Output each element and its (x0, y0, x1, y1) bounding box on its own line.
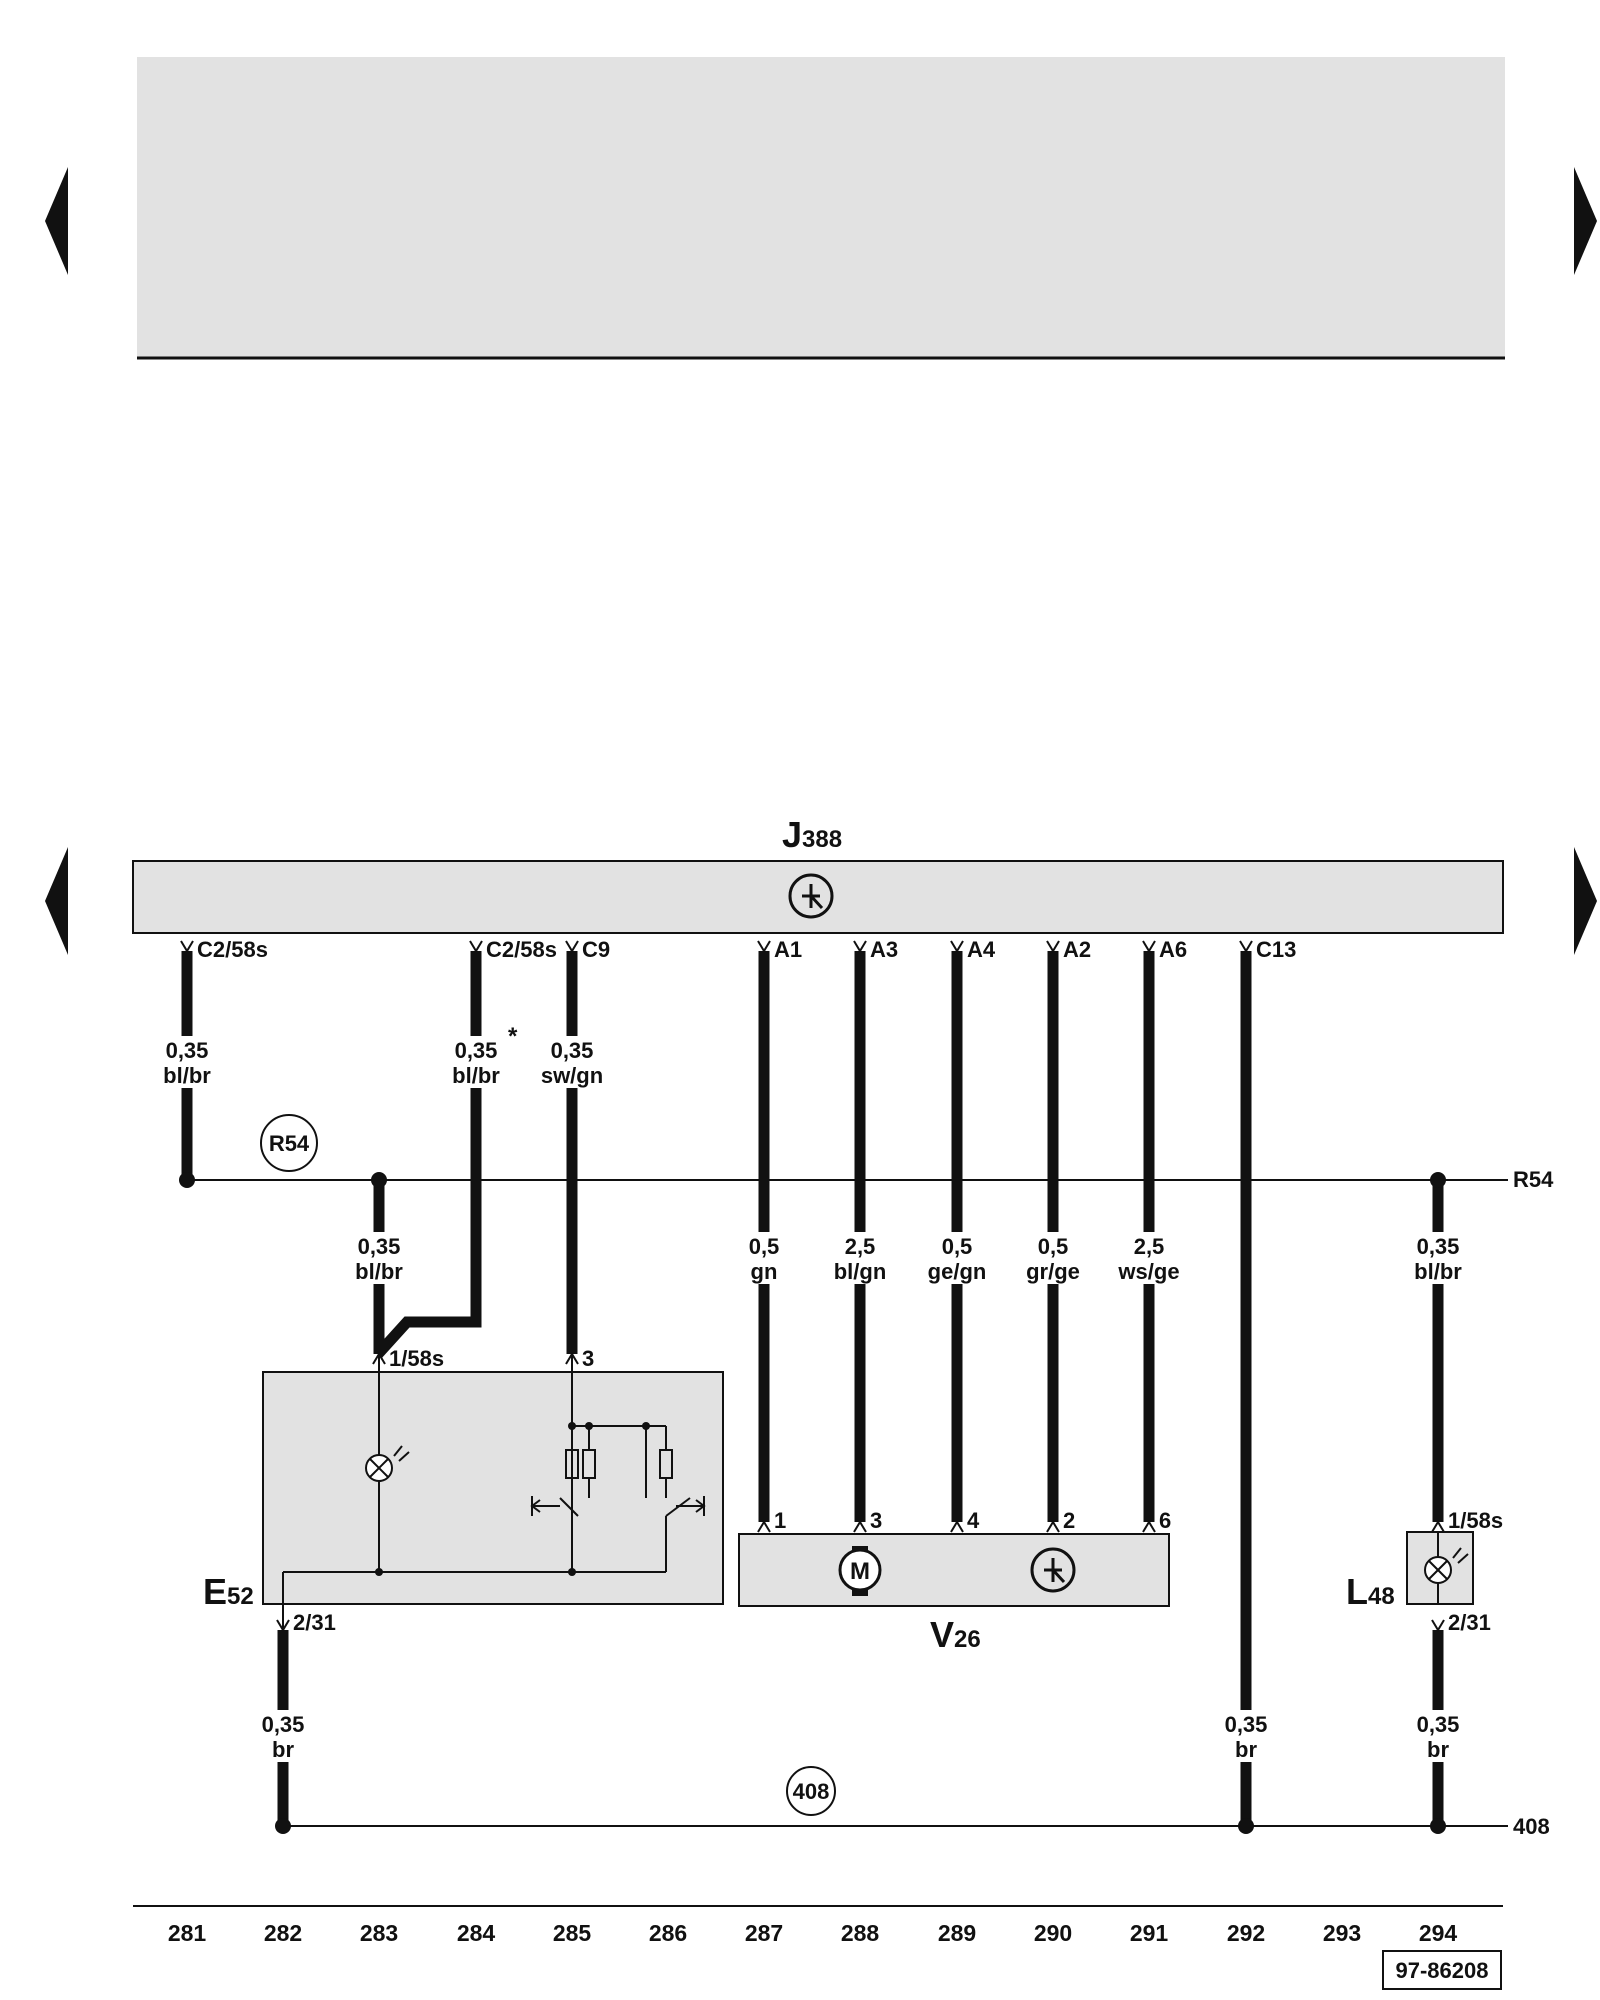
prev-section-arrow-icon[interactable] (45, 847, 68, 955)
e52-junction-dots (375, 1422, 650, 1576)
pin-e52-3: 3 (582, 1346, 594, 1371)
wire-290-color: gr/ge (1026, 1259, 1080, 1284)
v26-motor-icon (838, 1546, 882, 1596)
wire-281-color: bl/br (163, 1063, 211, 1088)
pin-j388-c9: C9 (582, 937, 610, 962)
wire-291-size: 2,5 (1134, 1234, 1165, 1259)
wire-284-size: 0,35 (455, 1038, 498, 1063)
header-panel (137, 57, 1505, 357)
wire-282-color: br (272, 1737, 294, 1762)
l48-lamp-icon (1424, 1532, 1469, 1604)
pin-j388-c2-58s-b: C2/58s (486, 937, 557, 962)
wire-284-mark: * (508, 1023, 518, 1050)
column-number: 293 (1323, 1920, 1361, 1946)
pin-l48-2-31: 2/31 (1448, 1610, 1491, 1635)
wire-284-color: bl/br (452, 1063, 500, 1088)
wire-290-size: 0,5 (1038, 1234, 1069, 1259)
pin-v26-2: 2 (1063, 1508, 1075, 1533)
column-number: 286 (649, 1920, 687, 1946)
l48-label: L48 (1346, 1571, 1395, 1612)
wire-285-size: 0,35 (551, 1038, 594, 1063)
wire-289-size: 0,5 (942, 1234, 973, 1259)
junction-dots (179, 1172, 1446, 1834)
j388-connector-arrows (180, 940, 1253, 953)
wire-289-color: ge/gn (928, 1259, 987, 1284)
j388-label: J388 (782, 814, 842, 855)
wire-281-size: 0,35 (166, 1038, 209, 1063)
wire-284 (373, 951, 482, 1358)
column-number: 282 (264, 1920, 302, 1946)
j388-transistor-icon (788, 873, 834, 919)
column-number: 285 (553, 1920, 592, 1946)
wire-283-size: 0,35 (358, 1234, 401, 1259)
e52-switch-module (262, 1371, 724, 1605)
wire-288-size: 2,5 (845, 1234, 876, 1259)
pin-e52-1-58s: 1/58s (389, 1346, 444, 1371)
wire-283-color: bl/br (355, 1259, 403, 1284)
pin-l48-1-58s: 1/58s (1448, 1508, 1503, 1533)
prev-page-arrow-icon[interactable] (45, 167, 68, 275)
r54-ref-circle-label: R54 (269, 1131, 310, 1156)
wire-292-color: br (1235, 1737, 1257, 1762)
pin-j388-c13: C13 (1256, 937, 1296, 962)
column-number: 284 (457, 1920, 496, 1946)
ground-408-end-label: 408 (1513, 1814, 1550, 1839)
wire-294-lower-size: 0,35 (1417, 1712, 1460, 1737)
figure-id: 97-86208 (1396, 1958, 1489, 1983)
column-numbers: 281 282 283 284 285 286 287 288 289 290 … (168, 1920, 1458, 1946)
wire-294-size: 0,35 (1417, 1234, 1460, 1259)
column-number: 294 (1419, 1920, 1458, 1946)
pin-v26-1: 1 (774, 1508, 786, 1533)
v26-motor-symbol: M (850, 1558, 870, 1585)
e52-lamp-icon (365, 1445, 410, 1482)
column-number: 281 (168, 1920, 207, 1946)
pin-j388-a6: A6 (1159, 937, 1187, 962)
pin-v26-3: 3 (870, 1508, 882, 1533)
column-number: 290 (1034, 1920, 1072, 1946)
wire-294-color: bl/br (1414, 1259, 1462, 1284)
pin-j388-a1: A1 (774, 937, 802, 962)
wire-287-size: 0,5 (749, 1234, 780, 1259)
pin-j388-a2: A2 (1063, 937, 1091, 962)
pin-v26-4: 4 (967, 1508, 980, 1533)
pin-v26-6: 6 (1159, 1508, 1171, 1533)
wire-labels: 0,35 bl/br 0,35 * bl/br 0,35 sw/gn 0,35 … (150, 1023, 1475, 1762)
v26-transistor-icon (1030, 1547, 1076, 1593)
e52-label: E52 (203, 1571, 254, 1612)
column-number: 287 (745, 1920, 783, 1946)
wire-285-color: sw/gn (541, 1063, 603, 1088)
pin-j388-a4: A4 (967, 937, 996, 962)
ground-408-ref-circle (786, 1766, 836, 1816)
wire-294-lower-color: br (1427, 1737, 1449, 1762)
wire-292-size: 0,35 (1225, 1712, 1268, 1737)
r54-ref-circle (260, 1114, 318, 1172)
wire-282-size: 0,35 (262, 1712, 305, 1737)
pin-j388-a3: A3 (870, 937, 898, 962)
r54-end-label: R54 (1513, 1167, 1554, 1192)
wire-288-color: bl/gn (834, 1259, 887, 1284)
wire-291-color: ws/ge (1117, 1259, 1179, 1284)
column-number: 292 (1227, 1920, 1265, 1946)
pin-j388-c2-58s-a: C2/58s (197, 937, 268, 962)
column-number: 291 (1130, 1920, 1169, 1946)
column-number: 288 (841, 1920, 880, 1946)
wire-287-color: gn (751, 1259, 778, 1284)
column-number: 283 (360, 1920, 398, 1946)
v26-motor-module (738, 1533, 1170, 1607)
next-section-arrow-icon[interactable] (1574, 847, 1597, 955)
next-page-arrow-icon[interactable] (1574, 167, 1597, 275)
v26-pin-arrows (757, 1520, 1156, 1533)
v26-label: V26 (930, 1614, 981, 1655)
pin-e52-2-31: 2/31 (293, 1610, 336, 1635)
ground-408-ref-circle-label: 408 (793, 1779, 830, 1804)
figure-id-box (1382, 1950, 1502, 1990)
column-number: 289 (938, 1920, 976, 1946)
